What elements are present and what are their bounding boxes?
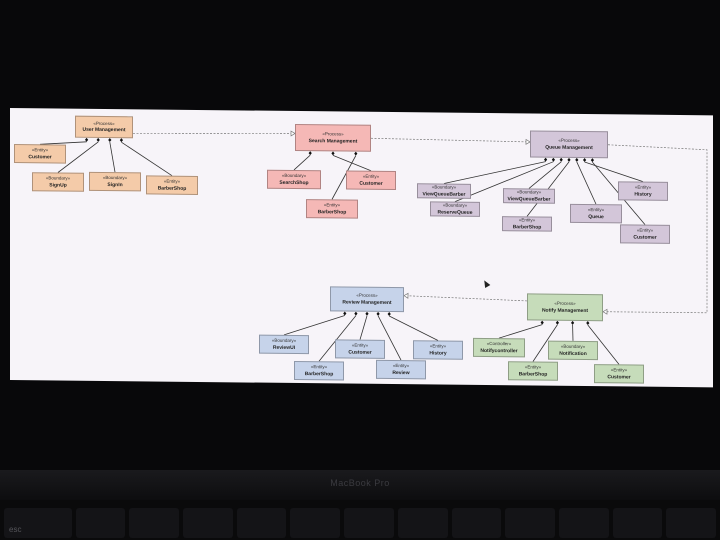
node-um-signup[interactable]: «Boundary»SignUp [32, 172, 84, 192]
composition-line [121, 141, 173, 177]
node-qm-viewqueuebarber-2[interactable]: «Boundary»ViewQueueBarber [503, 188, 555, 204]
node-notify-management[interactable]: «Process»Notify Management [527, 293, 603, 322]
composition-diamond [571, 320, 575, 325]
function-key[interactable] [129, 508, 179, 538]
composition-line [584, 161, 644, 183]
dependency-arrow-arrowhead [602, 308, 608, 315]
composition-diamond [575, 157, 579, 162]
composition-diamond [331, 151, 335, 156]
function-key[interactable] [75, 508, 126, 538]
node-nm-barbershop[interactable]: «Entity»BarberShop [508, 361, 558, 381]
composition-line [377, 315, 402, 361]
node-rm-reviewui[interactable]: «Boundary»ReviewUI [259, 334, 309, 355]
node-review-management[interactable]: «Process»Review Management [330, 286, 404, 313]
composition-line [528, 161, 562, 189]
node-nm-notification[interactable]: «Boundary»Notification [548, 340, 598, 361]
composition-line [443, 161, 546, 184]
node-um-barbershop[interactable]: «Entity»BarberShop [146, 175, 198, 195]
composition-diamond [96, 137, 100, 142]
keyboard-row: esc [0, 500, 720, 540]
composition-diamond [559, 157, 563, 162]
composition-line [39, 141, 87, 145]
composition-diamond [365, 311, 369, 316]
composition-line [293, 154, 311, 171]
node-qm-queue[interactable]: «Entity»Queue [570, 203, 622, 224]
node-sm-searchshop[interactable]: «Boundary»SearchShop [267, 169, 321, 190]
composition-line [498, 324, 543, 339]
composition-diamond [85, 137, 89, 142]
diagram-canvas: «Process»User Management «Entity»Custome… [10, 108, 713, 388]
node-queue-management[interactable]: «Process»Queue Management [530, 130, 608, 159]
composition-line [454, 161, 554, 203]
composition-line [587, 324, 620, 365]
composition-line [331, 155, 357, 200]
function-key[interactable] [182, 508, 233, 538]
laptop-hinge [0, 470, 720, 500]
function-key[interactable] [236, 508, 287, 538]
composition-diamond [119, 138, 123, 143]
node-search-management[interactable]: «Process»Search Management [295, 123, 371, 152]
composition-line [359, 315, 368, 340]
node-user-management[interactable]: «Process»User Management [75, 115, 133, 139]
composition-diamond [555, 320, 559, 325]
node-sm-barbershop[interactable]: «Entity»BarberShop [306, 199, 358, 219]
node-nm-customer[interactable]: «Entity»Customer [594, 364, 644, 384]
dependency-arrow-arrowhead [525, 138, 531, 145]
composition-diamond [586, 321, 590, 326]
composition-diamond [354, 311, 358, 316]
node-um-signin[interactable]: «Boundary»SignIn [89, 171, 141, 192]
composition-line [283, 315, 345, 336]
function-key[interactable] [451, 508, 502, 538]
function-key[interactable] [397, 508, 448, 538]
composition-line [318, 315, 357, 362]
node-qm-viewqueuebarber[interactable]: «Boundary»ViewQueueBarber [417, 183, 471, 199]
composition-diamond [551, 157, 555, 162]
dependency-arrow [403, 295, 528, 302]
function-key[interactable] [666, 508, 717, 538]
node-qm-history[interactable]: «Entity»History [618, 181, 668, 201]
composition-line [532, 324, 558, 362]
node-rm-history[interactable]: «Entity»History [413, 340, 463, 360]
node-nm-notifycontroller[interactable]: «Controller»Notifycontroller [473, 337, 525, 358]
node-rm-review[interactable]: «Entity»Review [376, 359, 426, 380]
connector-layer [39, 130, 708, 365]
composition-line [389, 315, 439, 341]
node-qm-barbershop[interactable]: «Entity»BarberShop [502, 216, 552, 232]
function-key[interactable] [344, 508, 394, 538]
composition-line [109, 141, 116, 173]
esc-key[interactable]: esc [4, 508, 72, 538]
dependency-arrow [370, 137, 531, 143]
device-brand-label: MacBook Pro [330, 478, 390, 488]
node-sm-customer[interactable]: «Entity»Customer [346, 170, 396, 191]
node-rm-customer[interactable]: «Entity»Customer [335, 339, 385, 359]
function-key[interactable] [290, 508, 341, 538]
composition-diamond [308, 151, 312, 156]
composition-diamond [590, 158, 594, 163]
function-key[interactable] [558, 508, 609, 538]
composition-diamond [343, 311, 347, 316]
node-qm-reservequeue[interactable]: «Boundary»ReserveQueue [430, 201, 480, 217]
node-um-customer[interactable]: «Entity»Customer [14, 144, 66, 164]
node-rm-barbershop[interactable]: «Entity»BarberShop [294, 360, 344, 381]
composition-diamond [567, 157, 571, 162]
dependency-arrow-arrowhead [403, 292, 409, 299]
composition-diamond [387, 311, 391, 316]
dependency-arrow [132, 132, 296, 134]
composition-diamond [354, 151, 358, 156]
composition-diamond [108, 138, 112, 143]
function-key[interactable] [505, 508, 555, 538]
composition-diamond [544, 157, 548, 162]
composition-diamond [376, 311, 380, 316]
composition-diamond [583, 158, 587, 163]
composition-line [576, 161, 597, 205]
node-qm-customer[interactable]: «Entity»Customer [620, 224, 670, 244]
dependency-arrow [603, 144, 708, 314]
composition-line [57, 141, 99, 173]
composition-diamond [540, 320, 544, 325]
dependency-arrow-arrowhead [290, 130, 296, 137]
function-key[interactable] [612, 508, 663, 538]
